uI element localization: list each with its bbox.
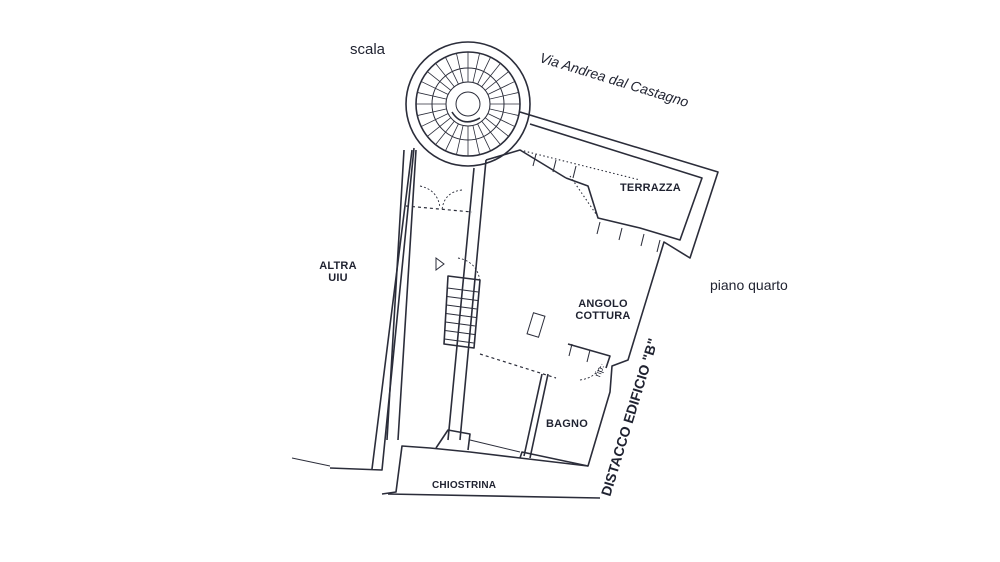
stair-tread xyxy=(484,71,509,91)
terrace-wall xyxy=(529,123,703,241)
corridor-outer-wall xyxy=(329,147,415,471)
exterior-wall xyxy=(381,111,719,495)
stair-tread xyxy=(420,113,449,127)
stair-treads xyxy=(416,52,520,156)
label-scala: scala xyxy=(350,41,386,58)
terrace-edge xyxy=(519,149,641,215)
apartment-walls xyxy=(381,111,719,499)
label-uiu: UIU xyxy=(328,272,348,285)
internal-stair-step xyxy=(444,330,475,335)
stair-tread xyxy=(489,92,519,100)
corridor xyxy=(291,147,487,471)
stair-tread xyxy=(487,113,516,127)
label-altra: ALTRA xyxy=(319,260,357,272)
kitchen-counter-wall xyxy=(567,343,611,369)
hatch-mark xyxy=(552,159,557,173)
double-door xyxy=(419,185,463,211)
label-terrazza: TERRAZZA xyxy=(620,182,681,194)
stair-tread xyxy=(417,92,447,100)
hatch-mark xyxy=(572,165,577,179)
stair-tread xyxy=(456,53,464,83)
kitchen-threshold xyxy=(479,353,557,379)
upper-wall xyxy=(485,149,567,179)
left-boundary xyxy=(291,457,331,467)
corridor-threshold xyxy=(405,205,473,213)
internal-stair-step xyxy=(446,304,477,310)
label-piano: piano quarto xyxy=(710,277,788,293)
stair-tread xyxy=(417,108,447,116)
bottom-recess xyxy=(435,429,589,467)
corridor-inner-wall xyxy=(386,149,417,441)
label-cottura: COTTURA xyxy=(575,310,631,323)
stair-tread xyxy=(445,56,459,85)
label-bagno: BAGNO xyxy=(546,418,588,430)
hatch-mark xyxy=(656,239,661,253)
internal-stair xyxy=(435,257,481,349)
stair-door xyxy=(457,257,481,283)
internal-stair-step xyxy=(445,313,477,318)
stair-tread xyxy=(481,63,501,88)
internal-stair-treads xyxy=(444,287,479,344)
stair-tread xyxy=(435,63,455,88)
spiral-staircase xyxy=(405,41,531,167)
internal-stair-outline xyxy=(443,275,481,349)
label-angolo: ANGOLO xyxy=(578,298,628,310)
hatch-mark xyxy=(586,349,591,363)
hatch-mark xyxy=(568,343,573,357)
internal-stair-step xyxy=(447,287,479,293)
stair-arrow xyxy=(451,111,481,123)
corridor-right-wall xyxy=(447,159,487,441)
stair-tread xyxy=(472,53,480,83)
stair-tread xyxy=(435,120,455,145)
stair-tread xyxy=(477,123,491,152)
label-angolo-cottura: ANGOLO COTTURA xyxy=(570,298,636,322)
stair-tread xyxy=(427,71,452,91)
internal-stair-step xyxy=(444,338,474,344)
bathroom-wall xyxy=(523,373,549,459)
stair-tread xyxy=(472,125,480,155)
hatch-mark xyxy=(596,221,601,235)
stair-tread xyxy=(487,81,516,95)
bottom-window xyxy=(469,439,521,453)
stair-tread xyxy=(489,108,519,116)
stair-tread xyxy=(427,117,452,137)
stair-tread xyxy=(445,123,459,152)
stair-tread xyxy=(484,117,509,137)
label-chiostrina: CHIOSTRINA xyxy=(432,480,497,491)
stair-direction-arrow xyxy=(435,257,445,271)
terrace-hatches xyxy=(532,153,661,363)
hatch-mark xyxy=(640,233,645,247)
chiostrina-line xyxy=(387,493,601,499)
label-altra-uiu: ALTRA UIU xyxy=(318,260,358,284)
hatch-mark xyxy=(618,227,623,241)
kitchen-appliance xyxy=(526,312,546,338)
stair-tread xyxy=(456,125,464,155)
internal-stair-step xyxy=(446,296,478,301)
internal-stair-step xyxy=(445,321,476,327)
stair-tread xyxy=(477,56,491,85)
stair-tread xyxy=(481,120,501,145)
appliance-rect xyxy=(526,312,546,338)
stair-tread xyxy=(420,81,449,95)
hatch-mark xyxy=(532,153,537,167)
